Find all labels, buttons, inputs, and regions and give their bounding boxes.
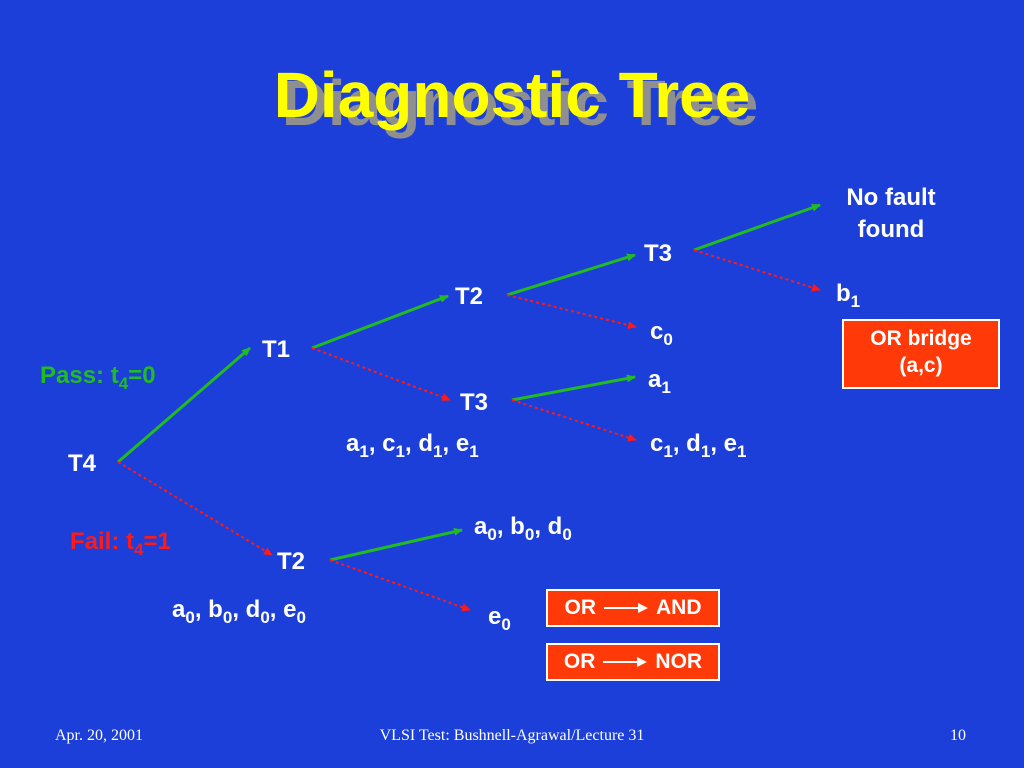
edge-t3-b1 bbox=[693, 249, 821, 292]
or-to-nor-box: OR NOR bbox=[546, 643, 720, 681]
leaf-no-fault-found: No fault found bbox=[846, 184, 936, 244]
edge-t2-c0 bbox=[506, 294, 637, 329]
edge-t2bot-a0b0d0 bbox=[329, 527, 463, 562]
leaf-a0-b0-d0: a0, b0, d0 bbox=[474, 513, 572, 544]
fail-label: Fail: t4=1 bbox=[70, 528, 171, 559]
leaf-a1-c1-d1-e1: a1, c1, d1, e1 bbox=[346, 430, 479, 461]
node-t2-top: T2 bbox=[455, 283, 484, 310]
leaf-c1-d1-e1: c1, d1, e1 bbox=[650, 430, 747, 461]
leaf-c0: c0 bbox=[650, 318, 673, 349]
footer-course: VLSI Test: Bushnell-Agrawal/Lecture 31 bbox=[379, 727, 645, 744]
slide-title: Diagnostic Tree Diagnostic Tree bbox=[0, 58, 1024, 148]
node-t4: T4 bbox=[68, 450, 97, 477]
edge-t3mid-c1d1e1 bbox=[511, 399, 637, 442]
node-t3-top: T3 bbox=[644, 240, 673, 267]
right-arrow-icon bbox=[604, 603, 648, 613]
leaf-b1: b1 bbox=[836, 280, 861, 311]
node-t1: T1 bbox=[262, 336, 291, 363]
node-t3-mid: T3 bbox=[460, 389, 489, 416]
leaf-e0: e0 bbox=[488, 603, 511, 634]
edge-t2-t3 bbox=[506, 253, 636, 297]
edge-t1-t2 bbox=[311, 294, 449, 350]
footer-page-number: 10 bbox=[950, 727, 966, 744]
edge-t4-t1 bbox=[117, 346, 251, 464]
leaf-a0-b0-d0-e0: a0, b0, d0, e0 bbox=[172, 596, 306, 627]
title-text: Diagnostic Tree bbox=[273, 59, 751, 131]
title-shadow: Diagnostic Tree bbox=[281, 67, 759, 139]
edge-t3-nofault bbox=[693, 203, 821, 252]
footer-date: Apr. 20, 2001 bbox=[55, 727, 143, 744]
edge-t1-t3 bbox=[311, 347, 451, 401]
right-arrow-icon bbox=[603, 657, 648, 667]
node-t2-bot: T2 bbox=[277, 548, 306, 575]
edge-t2bot-e0 bbox=[329, 559, 471, 612]
edge-t3mid-a1 bbox=[511, 374, 636, 402]
or-bridge-box: OR bridge (a,c) bbox=[842, 319, 1000, 389]
leaf-a1: a1 bbox=[648, 366, 671, 397]
or-to-and-box: OR AND bbox=[546, 589, 720, 627]
pass-label: Pass: t4=0 bbox=[40, 362, 156, 393]
